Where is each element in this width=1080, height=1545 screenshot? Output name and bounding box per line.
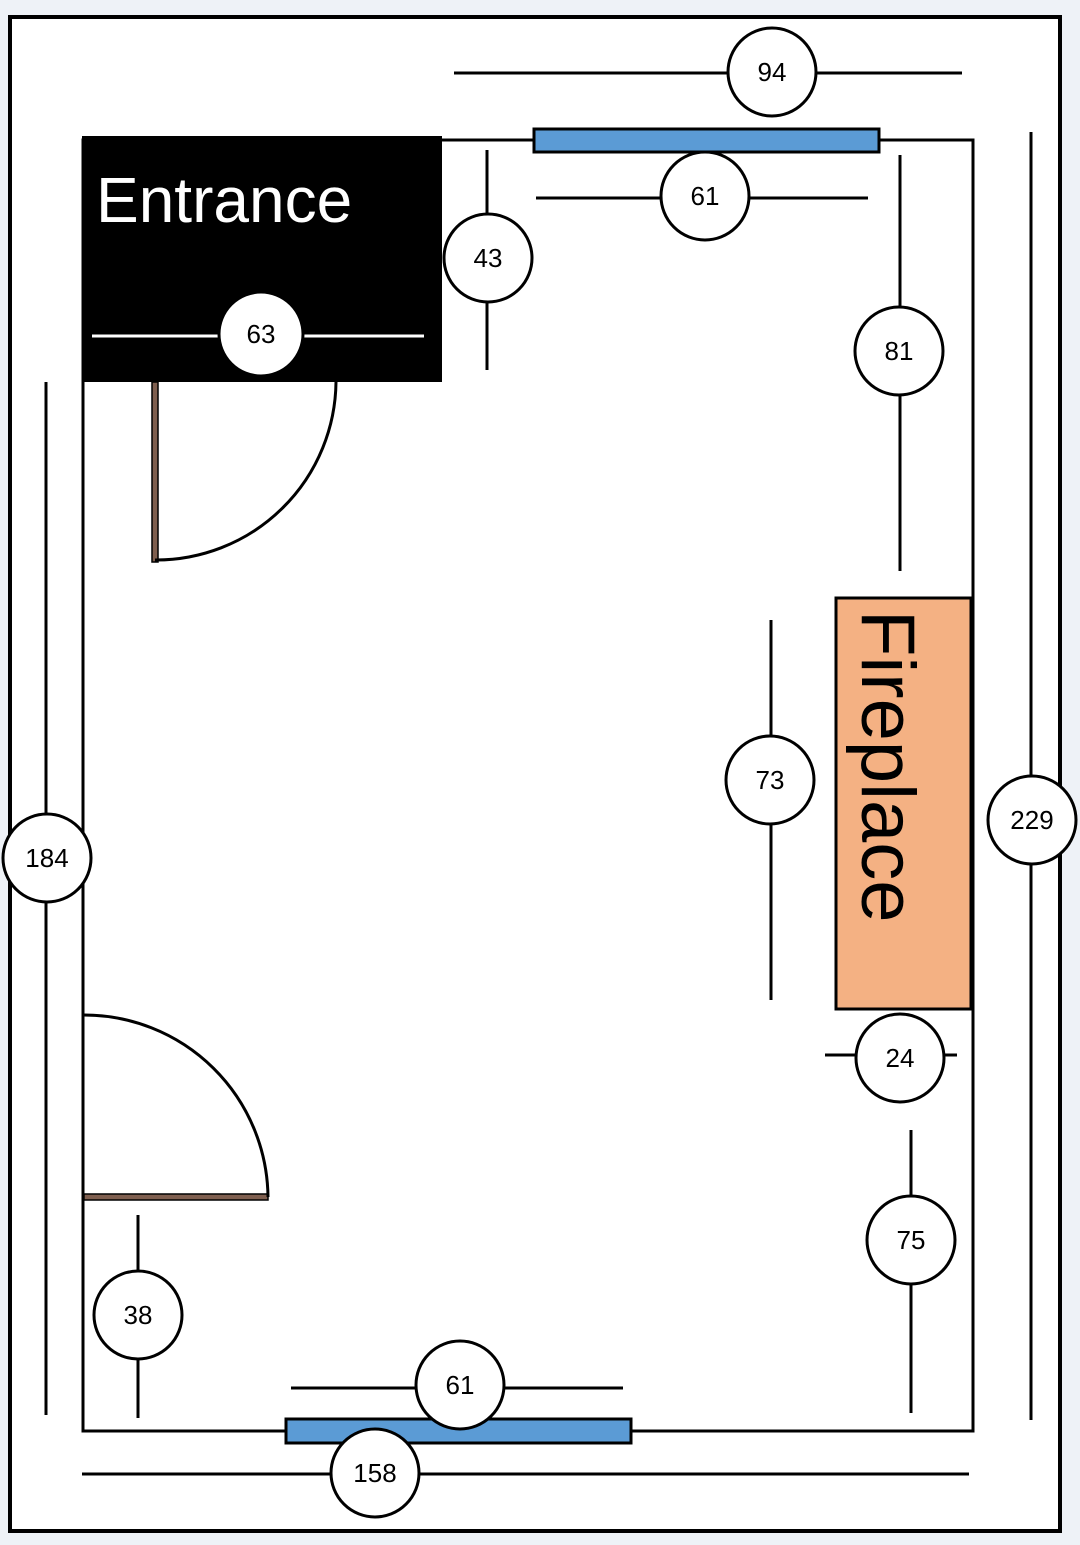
dim-value: 75 (897, 1225, 926, 1255)
door-swing-arc (83, 1013, 270, 1198)
dim-value: 229 (1010, 805, 1053, 835)
dim-value: 94 (758, 57, 787, 87)
dim-badge-bottom-total: 158 (329, 1427, 421, 1519)
entrance-door (151, 381, 338, 563)
top-window (532, 127, 881, 154)
dimension-badges: 94 61 43 63 81 73 229 184 (1, 26, 1078, 1519)
dim-badge-entrance-gap: 43 (442, 212, 534, 304)
door-swing-arc (154, 381, 338, 562)
dim-badge-entrance-door: 63 (217, 290, 305, 378)
dim-value: 81 (885, 336, 914, 366)
dim-badge-top-window: 61 (659, 150, 751, 242)
door-leaf (151, 381, 159, 563)
dim-badge-bottom-window: 61 (414, 1339, 506, 1431)
fireplace: Fireplace (834, 596, 973, 1011)
dim-value: 38 (124, 1300, 153, 1330)
dim-badge-top-outer: 94 (726, 26, 818, 118)
lower-door (83, 1013, 270, 1201)
door-leaf (83, 1193, 269, 1201)
fireplace-label: Fireplace (845, 610, 930, 923)
dim-value: 158 (353, 1458, 396, 1488)
dim-value: 184 (25, 843, 68, 873)
entrance-label: Entrance (96, 164, 352, 236)
dim-value: 61 (446, 1370, 475, 1400)
dim-badge-left-total: 184 (1, 812, 93, 904)
dim-badge-fireplace-depth: 24 (854, 1012, 946, 1104)
dim-badge-lower-left: 38 (92, 1269, 184, 1361)
dim-badge-right-lower: 75 (865, 1194, 957, 1286)
dim-value: 43 (474, 243, 503, 273)
entrance-block: Entrance (82, 136, 442, 382)
dim-badge-right-total: 229 (986, 774, 1078, 866)
dim-value: 61 (691, 181, 720, 211)
dim-value: 73 (756, 765, 785, 795)
dim-badge-fireplace-offset: 73 (724, 734, 816, 826)
dim-badge-right-upper: 81 (853, 305, 945, 397)
dim-value: 24 (886, 1043, 915, 1073)
dim-value: 63 (247, 319, 276, 349)
